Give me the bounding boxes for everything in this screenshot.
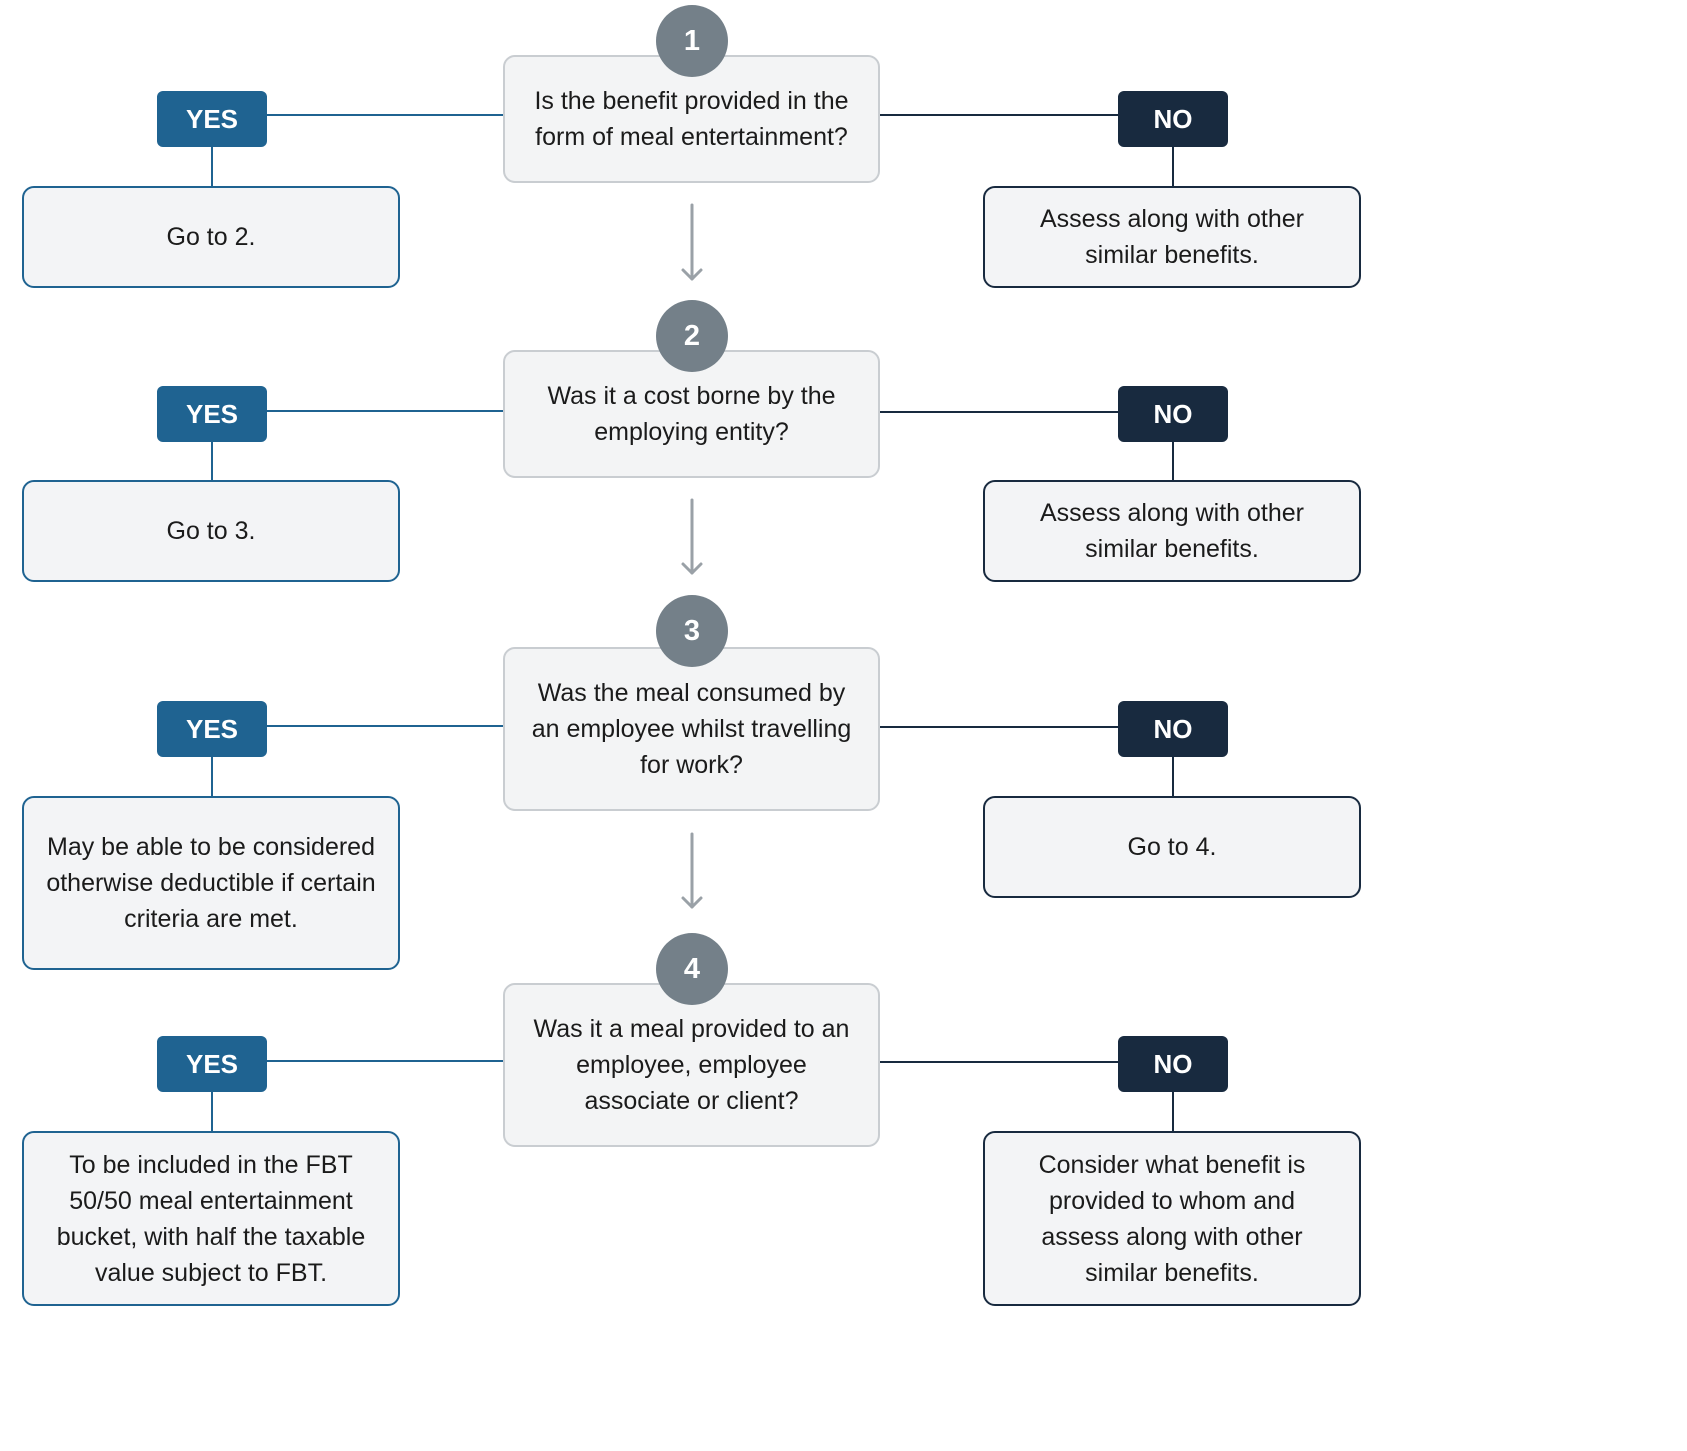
no-outcome-text: Assess along with other similar benefits… [1039, 205, 1305, 269]
no-label: NO [1153, 103, 1193, 134]
no-badge: NO [1118, 91, 1228, 147]
question-text: Was it a meal provided to an employee, e… [533, 1015, 850, 1115]
yes-outcome-text: To be included in the FBT 50/50 meal ent… [56, 1150, 366, 1287]
no-outcome-text: Consider what benefit is provided to who… [1038, 1150, 1306, 1287]
no-badge: NO [1118, 1036, 1228, 1092]
no-outcome-box: Go to 4. [983, 796, 1361, 898]
yes-outcome-text: Go to 3. [166, 517, 256, 545]
down-arrow-icon [681, 203, 703, 281]
step-number: 1 [683, 24, 701, 57]
step-number-badge: 3 [656, 595, 728, 667]
yes-outcome-box: Go to 3. [22, 480, 400, 582]
question-text: Was it a cost borne by the employing ent… [547, 382, 836, 446]
no-outcome-box: Assess along with other similar benefits… [983, 480, 1361, 582]
yes-outcome-text: Go to 2. [166, 223, 256, 251]
yes-outcome-box: May be able to be considered otherwise d… [22, 796, 400, 970]
question-text: Is the benefit provided in the form of m… [534, 87, 849, 151]
yes-outcome-box: Go to 2. [22, 186, 400, 288]
question-text: Was the meal consumed by an employee whi… [531, 679, 852, 779]
no-outcome-text: Assess along with other similar benefits… [1039, 499, 1305, 563]
no-badge: NO [1118, 701, 1228, 757]
down-arrow-icon [681, 498, 703, 575]
no-outcome-box: Consider what benefit is provided to who… [983, 1131, 1361, 1306]
no-label: NO [1153, 398, 1193, 429]
step-number-badge: 2 [656, 300, 728, 372]
down-arrow-icon [681, 832, 703, 909]
step-number-badge: 1 [656, 5, 728, 77]
yes-label: YES [185, 713, 239, 744]
yes-badge: YES [157, 701, 267, 757]
question-box: Was it a meal provided to an employee, e… [503, 983, 880, 1147]
yes-outcome-box: To be included in the FBT 50/50 meal ent… [22, 1131, 400, 1306]
question-box: Was the meal consumed by an employee whi… [503, 647, 880, 811]
no-outcome-box: Assess along with other similar benefits… [983, 186, 1361, 288]
yes-badge: YES [157, 1036, 267, 1092]
yes-label: YES [185, 1048, 239, 1079]
yes-badge: YES [157, 91, 267, 147]
step-number: 2 [683, 319, 701, 352]
step-number: 3 [683, 614, 701, 647]
no-badge: NO [1118, 386, 1228, 442]
yes-badge: YES [157, 386, 267, 442]
no-label: NO [1153, 1048, 1193, 1079]
no-label: NO [1153, 713, 1193, 744]
yes-label: YES [185, 103, 239, 134]
step-number: 4 [683, 952, 701, 985]
no-outcome-text: Go to 4. [1127, 833, 1217, 861]
step-number-badge: 4 [656, 933, 728, 1005]
yes-label: YES [185, 398, 239, 429]
yes-outcome-text: May be able to be considered otherwise d… [46, 833, 376, 933]
